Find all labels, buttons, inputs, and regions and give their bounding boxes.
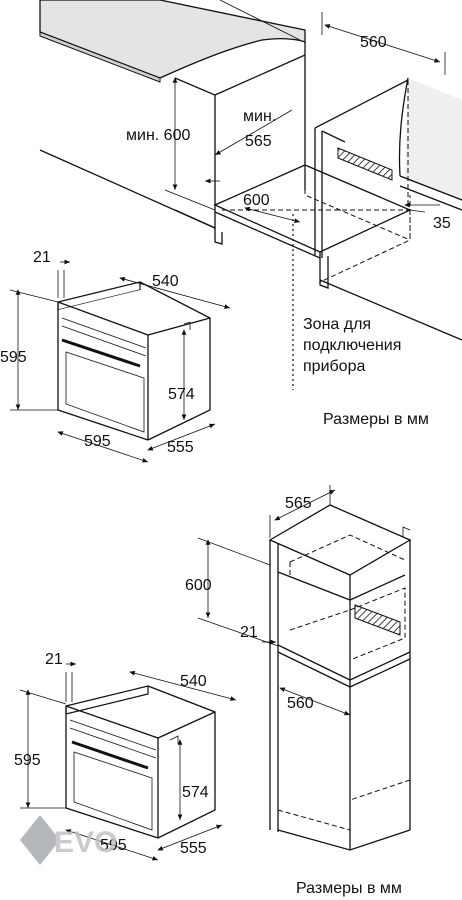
top-oven-595-height: 595 [0, 349, 27, 366]
bottom-oven-dimensions [19, 661, 237, 861]
top-min-600: мин. 600 [126, 127, 190, 144]
top-inner-600: 600 [243, 192, 270, 209]
bottom-dimensions [197, 485, 351, 716]
watermark: EVO [20, 815, 117, 865]
bottom-oven [65, 685, 216, 839]
top-width-560: 560 [360, 34, 387, 51]
bottom-units-caption: Размеры в мм [296, 880, 402, 897]
zone-line-3: прибора [303, 358, 365, 375]
bottom-offset-21: 21 [240, 624, 258, 641]
top-dimensions [164, 12, 446, 223]
bottom-oven-574: 574 [182, 784, 209, 801]
right-worktop [398, 77, 462, 211]
bottom-oven-595-width: 595 [100, 837, 127, 854]
top-oven-dimensions [9, 259, 231, 463]
watermark-text: EVO [54, 826, 117, 859]
bottom-oven-555: 555 [180, 840, 207, 857]
top-offset-35: 35 [433, 215, 451, 232]
bottom-depth-565: 565 [285, 495, 312, 512]
zone-line-2: подключения [303, 337, 401, 354]
top-oven-595-width: 595 [84, 433, 111, 450]
top-oven-21: 21 [33, 249, 51, 266]
top-oven [57, 281, 211, 441]
top-oven-574: 574 [168, 386, 195, 403]
tall-cabinet [268, 504, 412, 851]
bottom-oven-540: 540 [180, 673, 207, 690]
top-oven-555: 555 [167, 439, 194, 456]
zone-line-1: Зона для [303, 316, 371, 333]
bottom-width-560: 560 [287, 695, 314, 712]
top-depth-565: 565 [245, 133, 272, 150]
countertop [39, 0, 306, 83]
bottom-oven-595-height: 595 [14, 752, 41, 769]
bottom-height-600: 600 [185, 577, 212, 594]
bottom-oven-21: 21 [45, 651, 63, 668]
top-oven-540: 540 [152, 273, 179, 290]
top-min-label: мин. [243, 108, 276, 125]
top-units-caption: Размеры в мм [323, 411, 429, 428]
